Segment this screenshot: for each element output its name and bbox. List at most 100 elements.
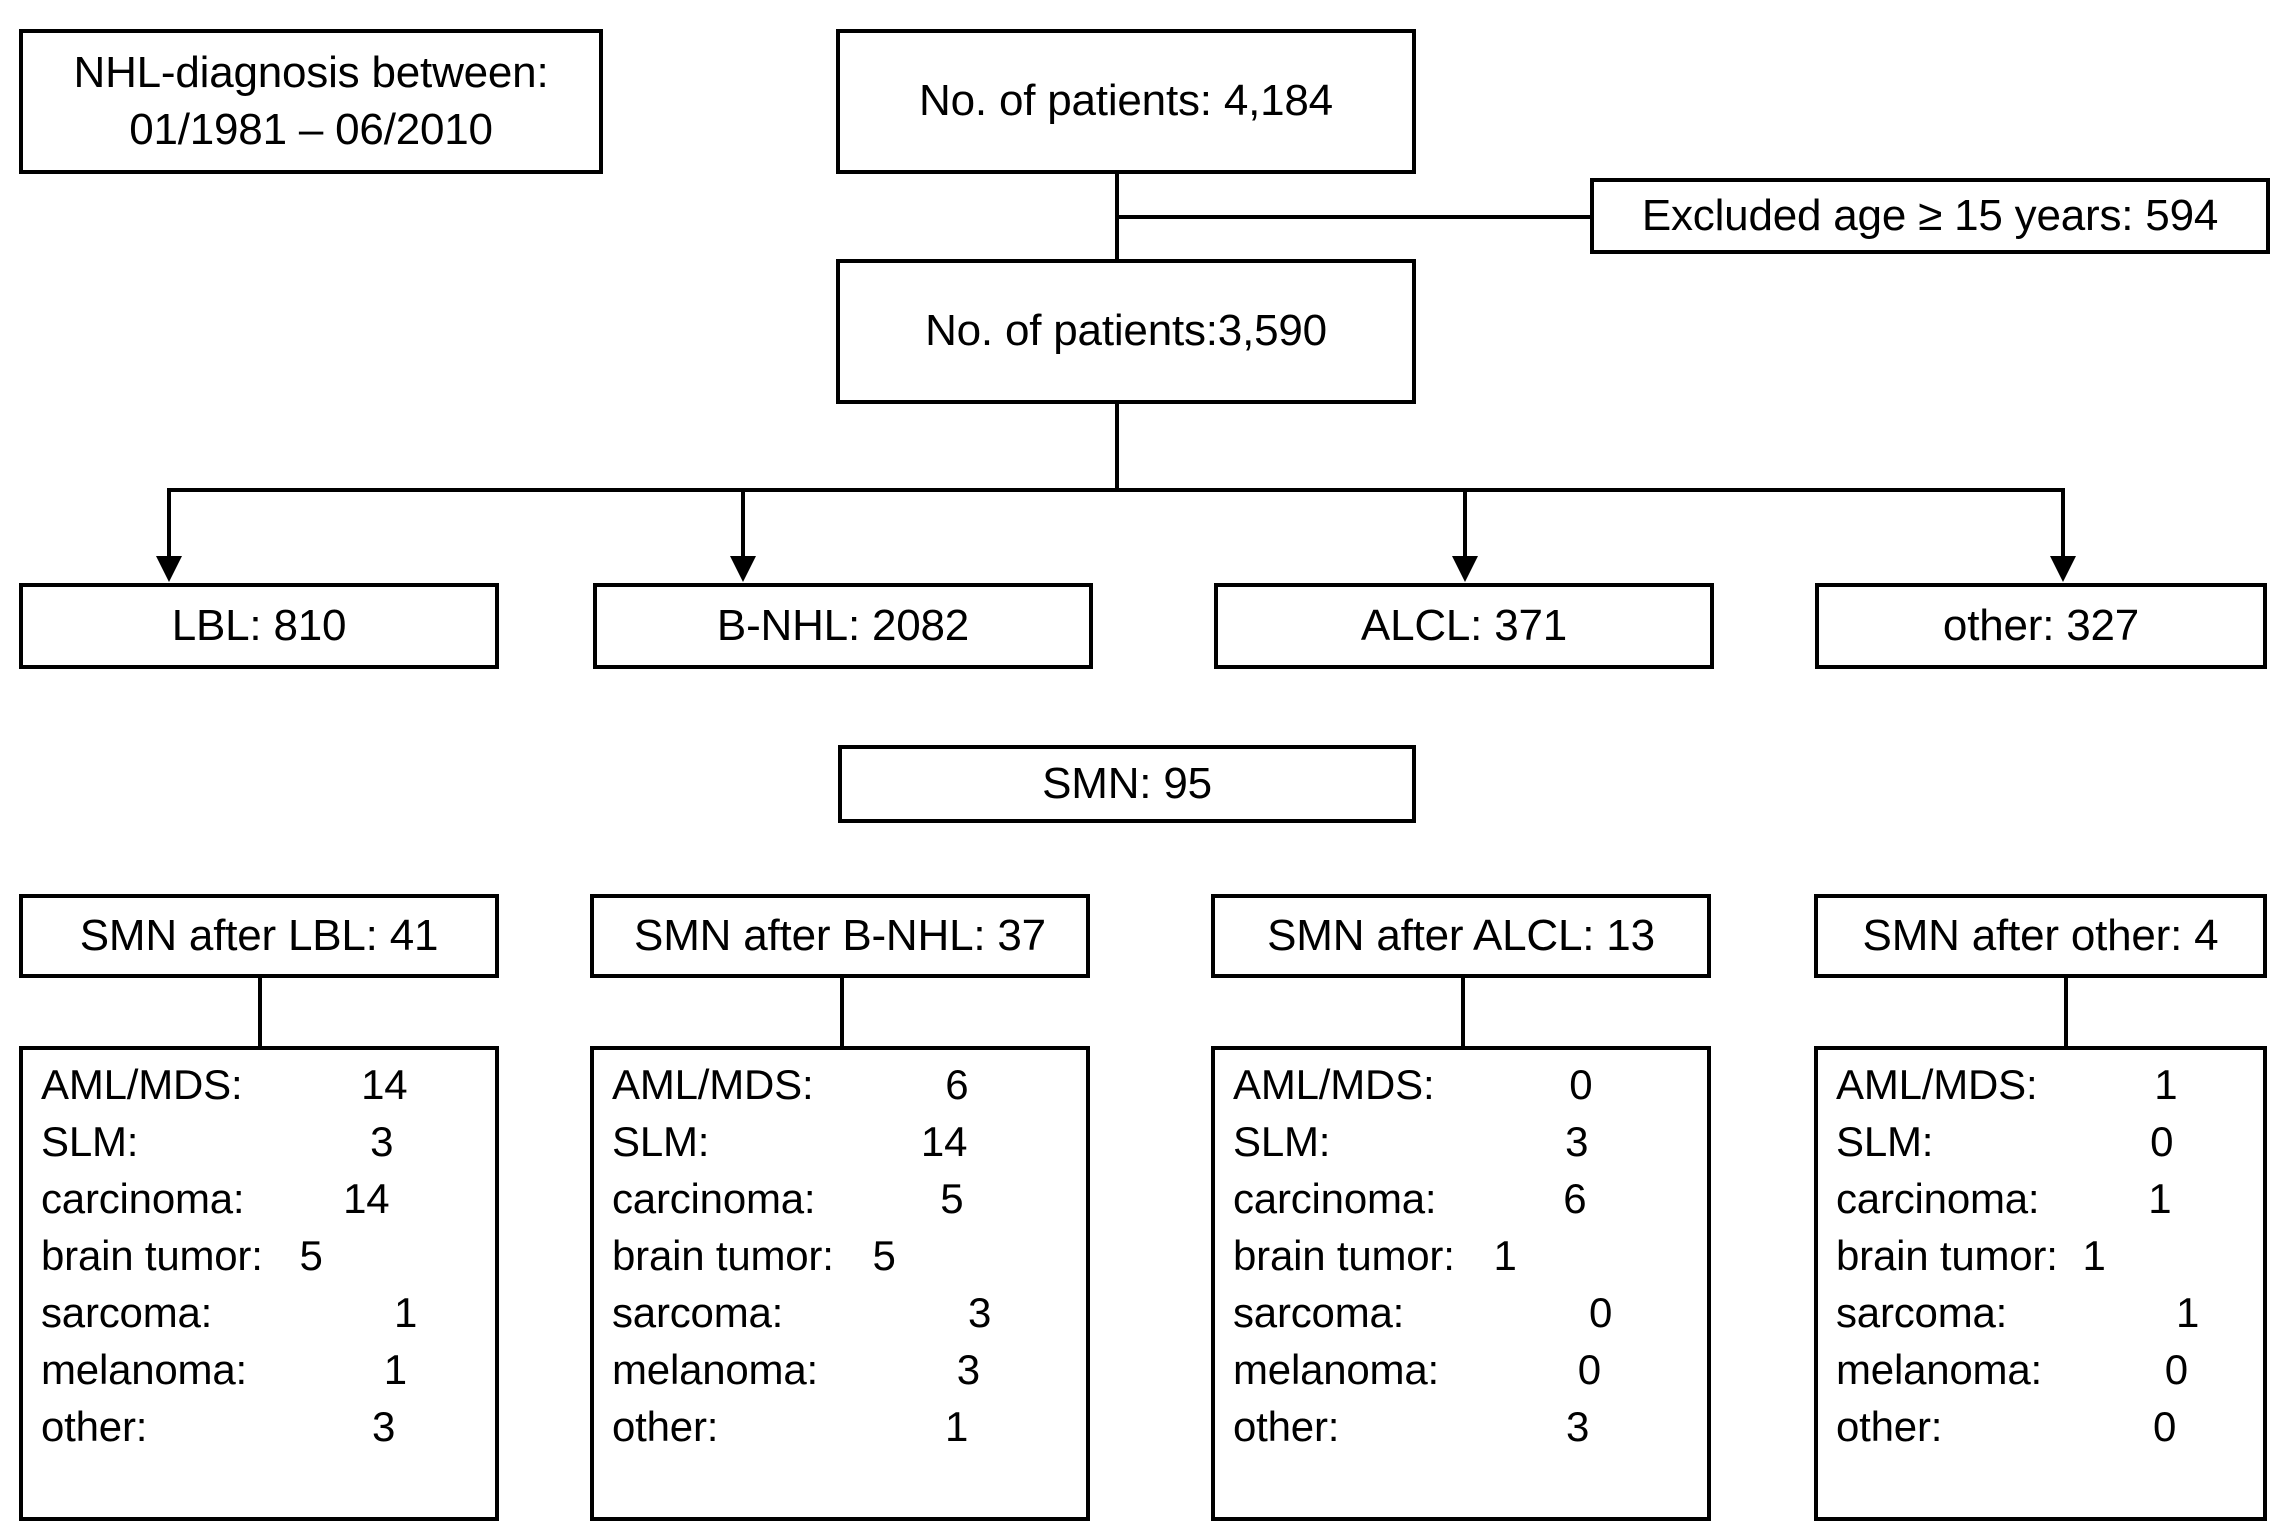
node-excluded-age: Excluded age ≥ 15 years: 594 — [1590, 178, 2270, 254]
list-item: brain tumor: 5 — [594, 1235, 1086, 1292]
list-item: AML/MDS: 0 — [1215, 1064, 1707, 1121]
node-patients-total: No. of patients: 4,184 — [836, 29, 1416, 174]
detail-value: 5 — [299, 1232, 323, 1279]
list-item: other: 1 — [594, 1406, 1086, 1463]
detail-label: carcinoma: — [41, 1175, 245, 1222]
detail-label: AML/MDS: — [1836, 1061, 2038, 1108]
patients-included-label: No. of patients:3,590 — [925, 306, 1327, 356]
detail-label: brain tumor: — [41, 1232, 263, 1279]
detail-value: 0 — [2164, 1346, 2188, 1393]
node-smn-detail-bnhl: AML/MDS: 6 SLM: 14 carcinoma: 5 brain tu… — [590, 1046, 1090, 1521]
detail-label: AML/MDS: — [1233, 1061, 1435, 1108]
detail-value: 1 — [945, 1403, 969, 1450]
smn-detail-list-other: AML/MDS: 1 SLM: 0 carcinoma: 1 brain tum… — [1818, 1064, 2263, 1517]
detail-label: carcinoma: — [1836, 1175, 2040, 1222]
detail-label: other: — [1836, 1403, 1943, 1450]
smn-total-label: SMN: 95 — [1042, 758, 1212, 808]
detail-value: 0 — [2150, 1118, 2174, 1165]
list-item: SLM: 14 — [594, 1121, 1086, 1178]
diagnosis-period-line1: NHL-diagnosis between: — [73, 48, 549, 98]
detail-value: 5 — [872, 1232, 896, 1279]
detail-value: 1 — [1493, 1232, 1517, 1279]
detail-value: 6 — [945, 1061, 969, 1108]
detail-label: SLM: — [1836, 1118, 1934, 1165]
node-smn-after-bnhl: SMN after B-NHL: 37 — [590, 894, 1090, 978]
connector-drop-bnhl — [741, 488, 745, 558]
detail-label: other: — [612, 1403, 719, 1450]
subtype-other-label: other: 327 — [1942, 600, 2140, 650]
detail-label: sarcoma: — [1233, 1289, 1405, 1336]
arrowhead-other — [2050, 556, 2076, 582]
detail-value: 14 — [920, 1118, 968, 1165]
detail-value: 1 — [2148, 1175, 2172, 1222]
detail-label: SLM: — [612, 1118, 710, 1165]
node-subtype-alcl: ALCL: 371 — [1214, 583, 1714, 669]
patients-total-label: No. of patients: 4,184 — [919, 76, 1333, 126]
list-item: brain tumor: 5 — [23, 1235, 495, 1292]
detail-label: sarcoma: — [612, 1289, 784, 1336]
detail-value: 1 — [2175, 1289, 2200, 1336]
node-smn-total: SMN: 95 — [838, 745, 1416, 823]
list-item: sarcoma: 3 — [594, 1292, 1086, 1349]
list-item: melanoma: 0 — [1818, 1349, 2263, 1406]
list-item: sarcoma: 1 — [23, 1292, 495, 1349]
detail-label: sarcoma: — [1836, 1289, 2008, 1336]
list-item: sarcoma: 0 — [1215, 1292, 1707, 1349]
detail-value: 3 — [956, 1346, 980, 1393]
smn-after-lbl-label: SMN after LBL: 41 — [79, 910, 439, 960]
list-item: sarcoma: 1 — [1818, 1292, 2263, 1349]
connector-included-to-fanout — [1115, 404, 1119, 490]
subtype-alcl-label: ALCL: 371 — [1360, 600, 1568, 650]
connector-drop-alcl — [1463, 488, 1467, 558]
list-item: carcinoma: 14 — [23, 1178, 495, 1235]
list-item: other: 3 — [1215, 1406, 1707, 1463]
detail-value: 5 — [940, 1175, 964, 1222]
list-item: melanoma: 1 — [23, 1349, 495, 1406]
node-subtype-lbl: LBL: 810 — [19, 583, 499, 669]
connector-drop-other — [2061, 488, 2065, 558]
connector-smn-other-detail — [2064, 976, 2068, 1048]
detail-value: 0 — [1577, 1346, 1601, 1393]
detail-value: 1 — [2082, 1232, 2106, 1279]
detail-label: SLM: — [41, 1118, 139, 1165]
arrowhead-lbl — [156, 556, 182, 582]
detail-value: 3 — [372, 1403, 396, 1450]
list-item: SLM: 0 — [1818, 1121, 2263, 1178]
excluded-age-label: Excluded age ≥ 15 years: 594 — [1641, 190, 2219, 240]
detail-label: SLM: — [1233, 1118, 1331, 1165]
list-item: other: 0 — [1818, 1406, 2263, 1463]
list-item: melanoma: 3 — [594, 1349, 1086, 1406]
detail-label: carcinoma: — [612, 1175, 816, 1222]
detail-value: 0 — [1569, 1061, 1593, 1108]
detail-label: melanoma: — [1233, 1346, 1439, 1393]
list-item: AML/MDS: 1 — [1818, 1064, 2263, 1121]
node-smn-detail-alcl: AML/MDS: 0 SLM: 3 carcinoma: 6 brain tum… — [1211, 1046, 1711, 1521]
smn-detail-list-bnhl: AML/MDS: 6 SLM: 14 carcinoma: 5 brain tu… — [594, 1064, 1086, 1517]
smn-after-bnhl-label: SMN after B-NHL: 37 — [634, 910, 1046, 960]
list-item: SLM: 3 — [23, 1121, 495, 1178]
detail-label: AML/MDS: — [41, 1061, 243, 1108]
connector-fanout-bar — [167, 488, 2065, 492]
connector-smn-lbl-detail — [258, 976, 262, 1048]
detail-label: brain tumor: — [1233, 1232, 1455, 1279]
connector-to-excluded — [1115, 215, 1592, 219]
detail-label: melanoma: — [612, 1346, 818, 1393]
detail-value: 3 — [967, 1289, 992, 1336]
detail-value: 3 — [370, 1118, 394, 1165]
list-item: other: 3 — [23, 1406, 495, 1463]
node-smn-after-other: SMN after other: 4 — [1814, 894, 2267, 978]
list-item: AML/MDS: 14 — [23, 1064, 495, 1121]
node-smn-after-lbl: SMN after LBL: 41 — [19, 894, 499, 978]
subtype-bnhl-label: B-NHL: 2082 — [716, 600, 970, 650]
smn-after-alcl-label: SMN after ALCL: 13 — [1267, 910, 1655, 960]
connector-smn-bnhl-detail — [840, 976, 844, 1048]
detail-value: 3 — [1566, 1403, 1590, 1450]
connector-total-to-included — [1115, 174, 1119, 264]
detail-value: 6 — [1563, 1175, 1587, 1222]
connector-smn-alcl-detail — [1461, 976, 1465, 1048]
node-smn-detail-other: AML/MDS: 1 SLM: 0 carcinoma: 1 brain tum… — [1814, 1046, 2267, 1521]
subtype-lbl-label: LBL: 810 — [171, 600, 347, 650]
node-smn-detail-lbl: AML/MDS: 14 SLM: 3 carcinoma: 14 brain t… — [19, 1046, 499, 1521]
detail-value: 1 — [383, 1346, 407, 1393]
